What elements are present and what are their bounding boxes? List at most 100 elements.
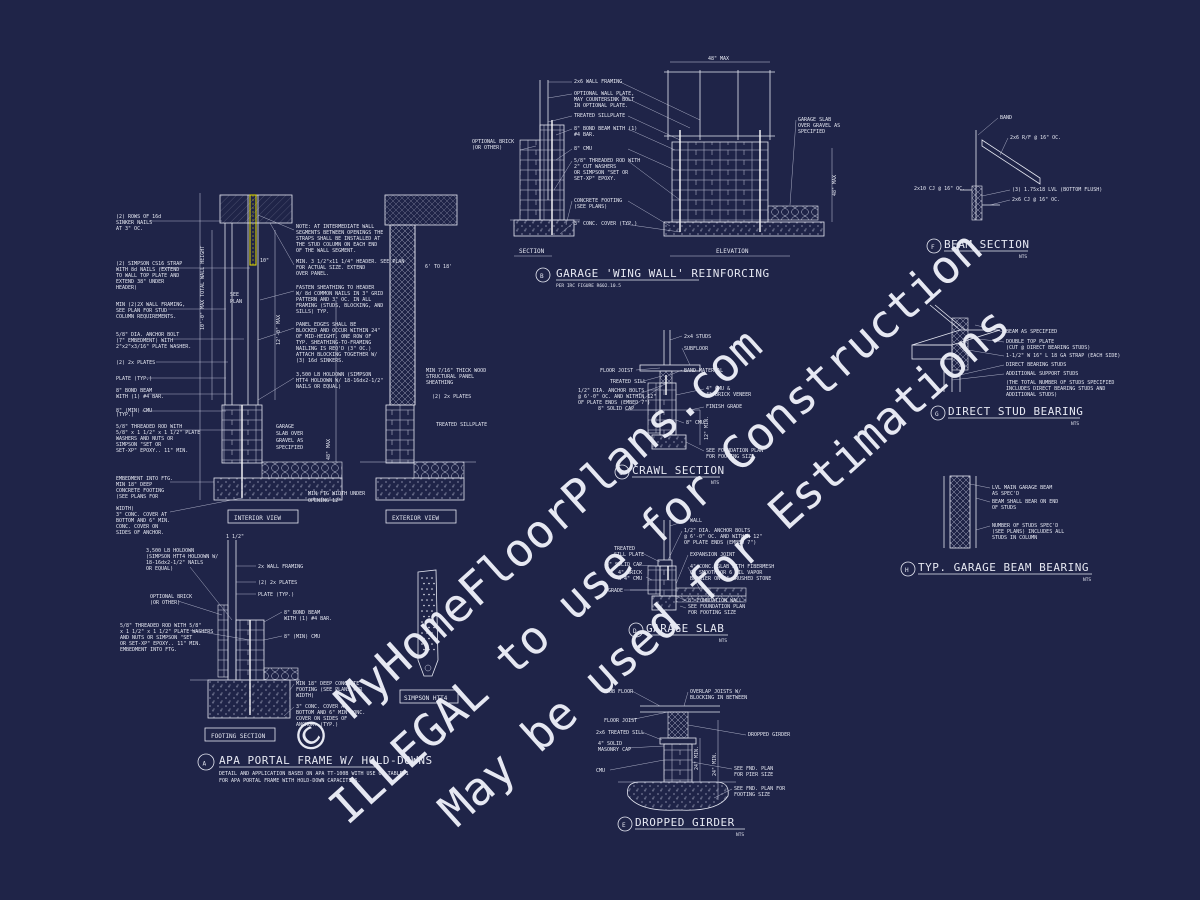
d-note-line: FOR FOOTING SIZE <box>688 610 736 616</box>
nail-hole <box>421 610 423 612</box>
a-mid-note-line: PATTERN AND 3" OC. IN ALL <box>296 297 371 303</box>
a-fs-note-leader <box>177 600 223 616</box>
a-fs-note-line: FOOTING (SEE PLANS FOR <box>296 687 363 693</box>
a-mid-note-leader <box>269 222 295 266</box>
a-left-note-line: WASHERS AND NUTS OR <box>116 436 174 442</box>
b-note-leader <box>565 200 573 226</box>
d-note-line: SILL PLATE <box>614 552 644 558</box>
exterior-view-label: EXTERIOR VIEW <box>392 515 439 522</box>
ext-note-1: MIN 7/16" THICK WOOD <box>426 368 486 374</box>
e-note-line: FLOOR JOIST <box>604 718 637 724</box>
nail-hole <box>433 626 435 629</box>
a-left-note-line: 5/8" DIA. ANCHOR BOLT <box>116 332 179 338</box>
d-note-leader <box>679 605 687 609</box>
a-mid-note-leader <box>257 327 295 341</box>
e-note-leader <box>627 745 665 749</box>
detail-f-marker: F <box>931 244 935 251</box>
a-mid-note-leader <box>257 214 295 231</box>
b-note-leader <box>559 223 573 235</box>
nail-hole <box>421 577 423 579</box>
b-note-line: SET-XP" EPOXY. <box>574 176 616 182</box>
f-note-leader <box>989 199 1011 206</box>
c-note-line: OF PLATE ENDS (EMBED 7") <box>578 400 650 406</box>
a-fs-note-line: ANCHOR. (TYP.) <box>296 722 338 728</box>
c-note-line: FOR FOOTING SIZE <box>706 454 754 460</box>
e-note-leader <box>631 690 661 707</box>
nail-hole <box>428 615 430 618</box>
detail-h-marker: H <box>905 567 909 574</box>
d-note-leader <box>667 530 683 561</box>
c-note-leader <box>675 388 705 396</box>
detail-b-marker: B <box>540 273 544 280</box>
a-mid-note-line: FOR ACTUAL SIZE. EXTEND <box>296 265 365 271</box>
f-note-leader <box>977 117 999 136</box>
a-fs-note-line: OR EQUAL) <box>146 566 173 572</box>
g-note-leader <box>974 324 1005 333</box>
e-note-line: BLOCKING IN BETWEEN <box>690 695 747 701</box>
a-mid-note-line: ATTACH BLOCKING TOGETHER W/ <box>296 352 377 358</box>
detail-e-dim1: 24" MIN. <box>694 746 700 770</box>
detail-c-title-block: C CRAWL SECTION NTS <box>614 464 724 486</box>
detail-f-title-block: F BEAM SECTION NTS <box>926 238 1029 260</box>
b-note-leader <box>619 81 701 121</box>
h-note-line: LVL MAIN GARAGE BEAM <box>992 485 1052 491</box>
nail-hole <box>423 626 425 629</box>
e-note-line: SEE FND. PLAN FOR <box>734 786 786 792</box>
a-fs-note-line: 5/8" THREADED ROD WITH 5/8" <box>120 623 201 629</box>
nail-hole <box>431 599 433 601</box>
nail-hole <box>431 621 433 623</box>
min-ftg-2: OPENING 12" <box>308 498 341 504</box>
a-mid-note-line: HTT4 HOLDOWN W/ 18-16dx2-1/2" <box>296 378 383 384</box>
a-left-note-line: WITH (1) #4 BAR. <box>116 394 164 400</box>
g-note-line: BEAM AS SPECIFIED <box>1006 329 1057 335</box>
f-note-leader <box>999 137 1009 156</box>
b-note-leader <box>789 119 797 206</box>
d-note-line: SEE FOUNDATION PLAN <box>688 604 745 610</box>
c-note-leader <box>685 441 705 452</box>
a-fs-note-line: AND NUTS OR SIMPSON "SET <box>120 635 192 641</box>
nail-hole <box>426 599 428 601</box>
a-fs-note-leader <box>263 635 283 641</box>
a-mid-note-line: STRAPS SHALL BE INSTALLED AT <box>296 236 380 242</box>
f-note-line: (3) 1.75x18 LVL (BOTTOM FLUSH) <box>1012 187 1102 193</box>
b-note-leader <box>547 115 573 123</box>
detail-c-marker: C <box>619 470 623 477</box>
detail-a-title: APA PORTAL FRAME W/ HOLD-DOWNS <box>219 754 433 767</box>
a-left-note-line: EMBEDMENT INTO FTG. <box>116 476 173 482</box>
a-left-note-line: 8" (MIN) CMU <box>116 408 152 414</box>
d-note-line: 4" CONC. SLAB WITH FIBERMESH <box>690 564 774 570</box>
nail-hole <box>431 610 433 612</box>
detail-a-desc-1: DETAIL AND APPLICATION BASED ON APA TT-1… <box>219 771 409 777</box>
g-note-leader <box>969 337 1005 343</box>
c-note-line: 4" CMU & <box>706 386 730 392</box>
a-fs-note-line: 3" CONC. COVER AT <box>296 704 347 710</box>
c-note-line: 4" BRICK VENEER <box>706 392 752 398</box>
dim-6-to-18: 6' TO 18' <box>425 264 452 270</box>
a-left-note-line: MIN 18" DEEP <box>116 482 152 488</box>
d-note-line: WALL <box>690 518 702 524</box>
b-note-leader <box>519 145 537 151</box>
nail-hole <box>423 593 425 596</box>
b-note-line: TREATED SILLPLATE <box>574 113 625 119</box>
detail-b-elevation-label: ELEVATION <box>716 248 749 255</box>
a-mid-note-line: OF MID-HEIGHT. ONE ROW OF <box>296 334 371 340</box>
d-note-leader <box>641 552 661 563</box>
f-note-line: 2x10 CJ @ 16" OC. <box>914 186 965 192</box>
a-mid-note-line: BLOCKED AND OCCUR WITHIN 24" <box>296 328 380 334</box>
a-fs-note-line: OPTIONAL BRICK <box>150 594 192 600</box>
e-note-leader <box>629 711 669 721</box>
a-left-note-line: (SEE PLANS FOR <box>116 494 159 500</box>
detail-a-interior-view: 10'-0" MAX TOTAL WALL HEIGHT 12'-0" MAX … <box>199 193 366 524</box>
a-fs-note-line: 3,500 LB HOLDOWN <box>146 548 194 554</box>
a-fs-note-line: 18-16dx2-1/2" NAILS <box>146 560 203 566</box>
a-left-note-line: (TYP.) <box>116 412 134 418</box>
nail-hole <box>421 599 423 601</box>
nail-hole <box>433 637 435 640</box>
c-note-line: SUBFLOOR <box>684 346 709 352</box>
a-fs-note-line: (OR OTHER) <box>150 600 180 606</box>
b-note-leader <box>627 128 676 151</box>
g-note-line: DIRECT BEARING STUDS <box>1006 362 1066 368</box>
